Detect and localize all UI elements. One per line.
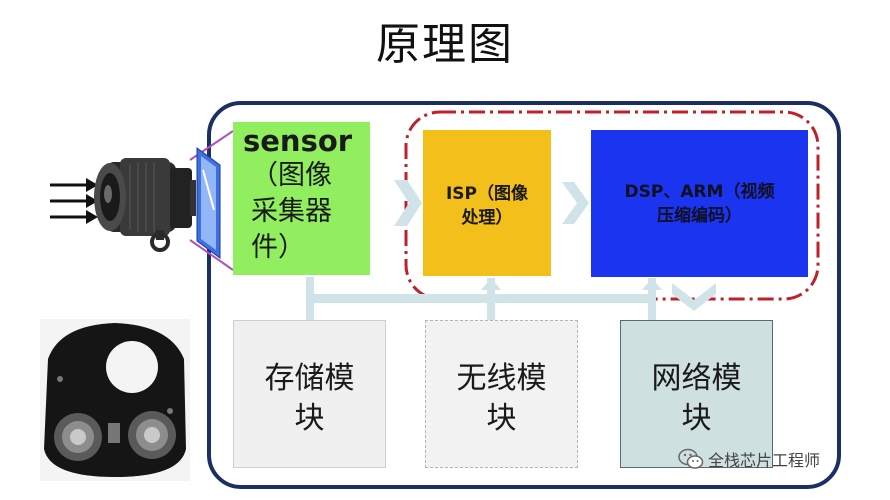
- watermark: 全栈芯片工程师: [678, 446, 820, 472]
- watermark-text: 全栈芯片工程师: [708, 451, 821, 470]
- sensor-subtitle-line: 件）: [251, 232, 305, 263]
- isp-block: ISP（图像 处理）: [423, 130, 551, 276]
- wireless-module: 无线模 块: [425, 320, 578, 468]
- optical-filter-icon: [196, 147, 221, 259]
- network-module-label: 块: [681, 401, 712, 436]
- data-bus: [306, 277, 662, 321]
- wechat-icon: [678, 448, 704, 469]
- network-module-label: 网络模: [651, 361, 742, 396]
- chevron-arrow-isp-dsp: [562, 182, 589, 224]
- storage-module-label: 块: [294, 401, 325, 436]
- isp-label-line: ISP（图像: [445, 184, 529, 204]
- sensor-board-photo: [40, 319, 190, 481]
- chevron-arrow-sensor-isp: [394, 180, 422, 226]
- sensor-block: sensor （图像 采集器 件）: [233, 122, 370, 275]
- dsp-label-line: DSP、ARM（视频: [624, 182, 775, 202]
- diagram-title: 原理图: [376, 19, 514, 70]
- storage-module-label: 存储模: [264, 361, 355, 396]
- network-module: 网络模 块: [620, 320, 773, 468]
- light-arrow-icon: [50, 178, 98, 224]
- isp-label-line: 处理）: [461, 208, 513, 228]
- wireless-module-label: 无线模: [456, 361, 547, 396]
- sensor-subtitle-line: （图像: [251, 160, 332, 191]
- camera-lens-icon: [94, 158, 196, 252]
- chevron-arrow-dsp-network: [672, 283, 716, 311]
- dsp-label-line: 压缩编码）: [657, 206, 742, 226]
- dsp-arm-block: DSP、ARM（视频 压缩编码）: [591, 130, 808, 277]
- storage-module: 存储模 块: [233, 320, 386, 468]
- wireless-module-label: 块: [486, 401, 517, 436]
- processing-group-outline: [404, 110, 820, 301]
- system-frame: [207, 101, 841, 489]
- lens-line-bottom: [189, 239, 234, 271]
- sensor-subtitle-line: 采集器: [251, 196, 332, 227]
- sensor-title: sensor: [243, 124, 353, 158]
